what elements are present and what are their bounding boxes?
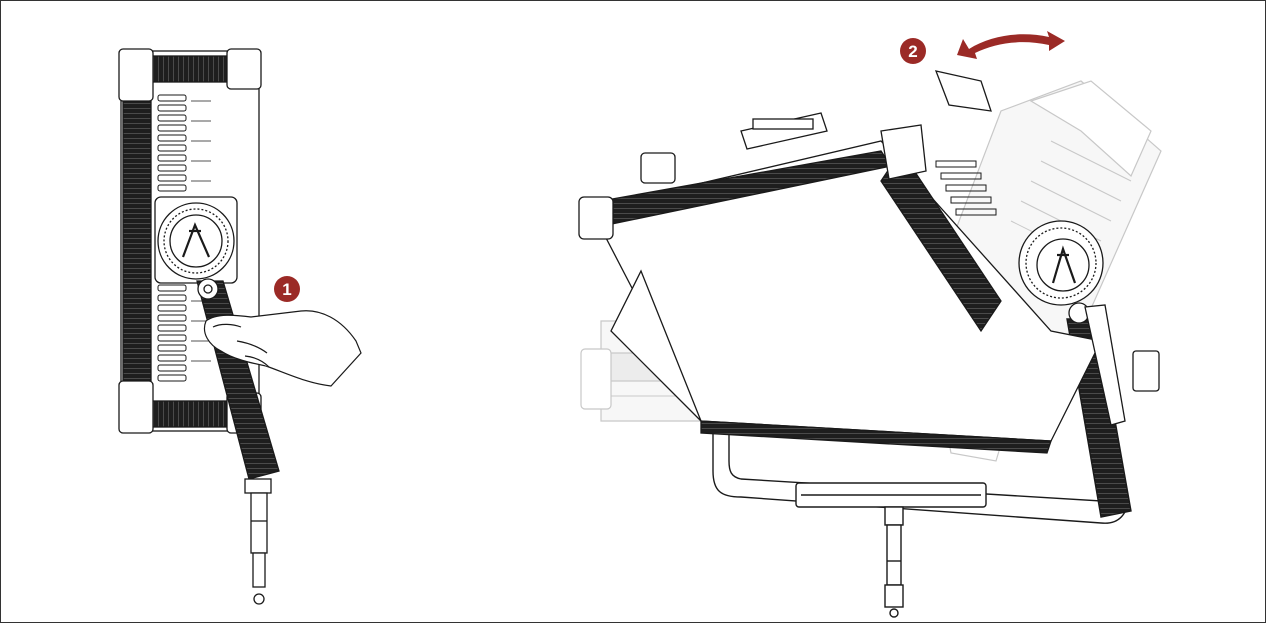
step-2-marker: 2 bbox=[900, 38, 926, 64]
rotate-double-arrow-icon bbox=[957, 31, 1065, 59]
panel-light-tilted bbox=[578, 70, 1160, 454]
vent-slots-upper bbox=[157, 94, 187, 192]
step-1-label: 1 bbox=[282, 280, 291, 299]
vent-slots-lower bbox=[157, 284, 187, 382]
step-1-marker: 1 bbox=[274, 276, 300, 302]
step-2-label: 2 bbox=[908, 42, 917, 61]
lambda-logo-icon bbox=[181, 222, 211, 258]
lambda-logo-icon-2 bbox=[1051, 245, 1077, 284]
hand-illustration bbox=[203, 310, 362, 387]
